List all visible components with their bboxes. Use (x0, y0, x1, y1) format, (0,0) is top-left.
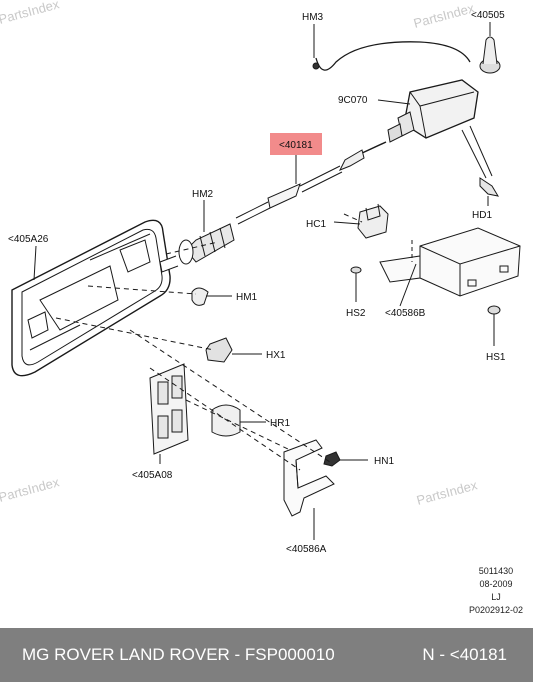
footer-bar: MG ROVER LAND ROVER - FSP000010 N - <401… (0, 628, 533, 682)
watermark: PartsIndex (0, 474, 61, 505)
label-hm2[interactable]: HM2 (192, 189, 214, 200)
reference-number: 5011430 (478, 566, 514, 576)
release-cable (315, 41, 471, 71)
reference-code: LJ (491, 592, 501, 602)
bracket-40586a (283, 439, 335, 517)
label-40586b[interactable]: <40586B (385, 308, 426, 319)
label-hs1[interactable]: HS1 (486, 352, 506, 363)
clip-hd1 (479, 177, 500, 197)
watermark: PartsIndex (412, 0, 476, 31)
label-hs2[interactable]: HS2 (346, 308, 366, 319)
reference-date: 08-2009 (479, 579, 513, 589)
screw-hs1 (487, 305, 501, 340)
sleeve-hr1 (211, 404, 241, 437)
nut-hn1 (323, 451, 341, 467)
label-40181[interactable]: <40181 (279, 140, 313, 151)
highlight-box (270, 133, 322, 155)
parts-diagram: PartsIndex PartsIndex PartsIndex PartsIn… (0, 0, 521, 555)
clip-hm1 (191, 287, 209, 306)
assembly-lines (55, 213, 363, 471)
label-hx1[interactable]: HX1 (266, 350, 286, 361)
footer-title: MG ROVER LAND ROVER - FSP000010 (22, 645, 335, 664)
label-40586a[interactable]: <40586A (286, 544, 327, 555)
bracket-40586b (379, 227, 521, 297)
label-405a08[interactable]: <405A08 (132, 470, 173, 481)
label-9c070[interactable]: 9C070 (338, 95, 368, 106)
reference-id: P0202912-02 (468, 605, 523, 615)
label-40505[interactable]: <40505 (471, 10, 505, 21)
label-hm3[interactable]: HM3 (302, 12, 324, 23)
watermark: PartsIndex (415, 477, 479, 508)
label-hd1[interactable]: HD1 (472, 210, 492, 221)
cap-40505 (479, 36, 501, 74)
watermark: PartsIndex (0, 0, 61, 27)
leader-lines (33, 22, 495, 540)
label-hn1[interactable]: HN1 (374, 456, 394, 467)
bumper-hx1 (205, 337, 233, 363)
label-hc1[interactable]: HC1 (306, 219, 326, 230)
hinge-405a08 (149, 363, 189, 455)
actuator-9c070 (387, 79, 479, 143)
label-hr1[interactable]: HR1 (270, 418, 290, 429)
cable-40181 (235, 141, 387, 225)
clip-hc1 (357, 203, 389, 239)
label-405a26[interactable]: <405A26 (8, 234, 49, 245)
diagram-reference: 5011430 08-2009 LJ P0202912-02 (469, 565, 523, 617)
footer-part-number: N - <40181 (422, 645, 507, 664)
grommet-hm2 (159, 223, 235, 273)
screw-hs2 (350, 266, 362, 298)
fuel-flap-panel (11, 219, 171, 377)
label-hm1[interactable]: HM1 (236, 292, 258, 303)
